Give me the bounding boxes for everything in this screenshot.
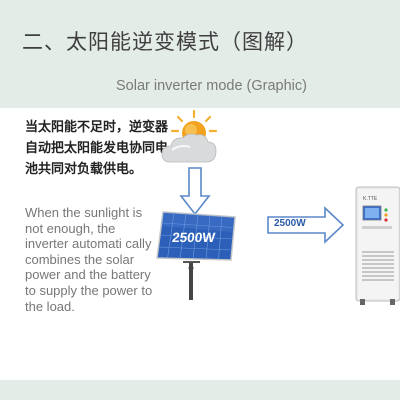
- page-title-zh: 二、太阳能逆变模式（图解）: [22, 30, 308, 54]
- page-title-en: Solar inverter mode (Graphic): [116, 78, 307, 94]
- footer-band: [0, 380, 400, 400]
- arrow-power-label: 2500W: [274, 218, 306, 229]
- inverter-brand-label: K.TTE: [363, 196, 378, 202]
- description-en: When the sunlight is not enough, the inv…: [25, 205, 153, 314]
- solar-panel-power-label: 2500W: [171, 230, 216, 245]
- header-band: [0, 0, 400, 108]
- description-zh: 当太阳能不足时，逆变器自动把太阳能发电协同电池共同对负载供电。: [25, 120, 169, 177]
